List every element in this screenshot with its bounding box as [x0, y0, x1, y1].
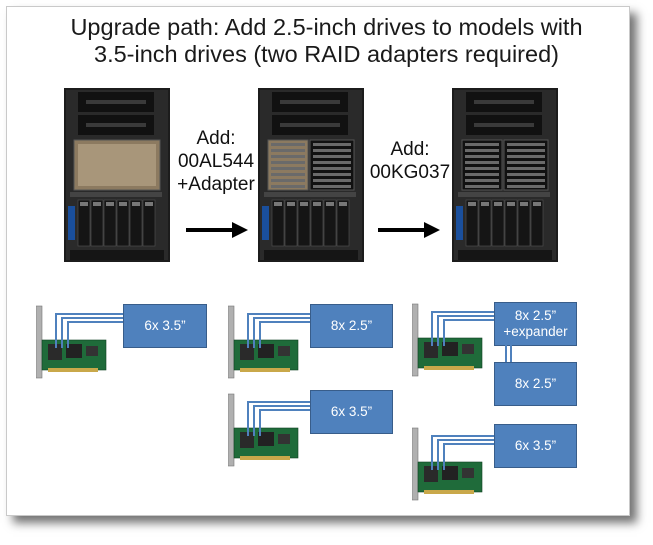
step-1-line-3: +Adapter: [177, 174, 255, 195]
box-label: 6x 3.5”: [330, 404, 373, 419]
server-base-model: [64, 88, 170, 262]
drive-box-8x25-expander: 8x 2.5” +expander: [494, 302, 577, 346]
step-2-line-1: Add:: [390, 139, 430, 160]
sas-cable-2a: [247, 313, 312, 348]
box-label: 6x 3.5”: [514, 438, 557, 453]
drive-box-6x35-config3: 6x 3.5”: [494, 424, 577, 468]
arrow-right-icon: [186, 222, 248, 238]
drive-box-6x35-config1: 6x 3.5”: [123, 304, 207, 348]
box-label-expander: 8x 2.5” +expander: [503, 308, 567, 340]
sas-cable-3a: [431, 311, 496, 346]
server-step-three: [452, 88, 558, 262]
sas-cable-1: [55, 313, 124, 348]
drive-box-8x25-config3: 8x 2.5”: [494, 362, 577, 406]
drive-box-6x35-config2: 6x 3.5”: [310, 390, 393, 434]
box-label: 6x 3.5”: [144, 318, 186, 333]
server-step-two: [258, 88, 364, 262]
arrow-right-icon: [378, 222, 440, 238]
title-line-1: Upgrade path: Add 2.5-inch drives to mod…: [70, 14, 583, 40]
sas-cable-2b: [247, 401, 312, 436]
title-line-2: 3.5-inch drives (two RAID adapters requi…: [94, 41, 559, 67]
step-1-line-2: 00AL544: [177, 151, 255, 172]
step-label-2: Add: 00KG037: [362, 138, 458, 184]
expander-cable: [505, 345, 512, 365]
box-label: 8x 2.5”: [330, 318, 373, 333]
step-label-1: Add: 00AL544 +Adapter: [168, 127, 264, 196]
drive-box-8x25-config2: 8x 2.5”: [310, 304, 393, 348]
sas-cable-3b: [431, 435, 496, 470]
box-label: 8x 2.5”: [514, 376, 557, 391]
figure-title: Upgrade path: Add 2.5-inch drives to mod…: [0, 14, 653, 68]
box-label-line-1: 8x 2.5”: [514, 308, 557, 323]
box-label-line-2: +expander: [503, 324, 568, 339]
step-2-line-2: 00KG037: [369, 162, 451, 183]
step-1-line-1: Add:: [196, 128, 236, 149]
